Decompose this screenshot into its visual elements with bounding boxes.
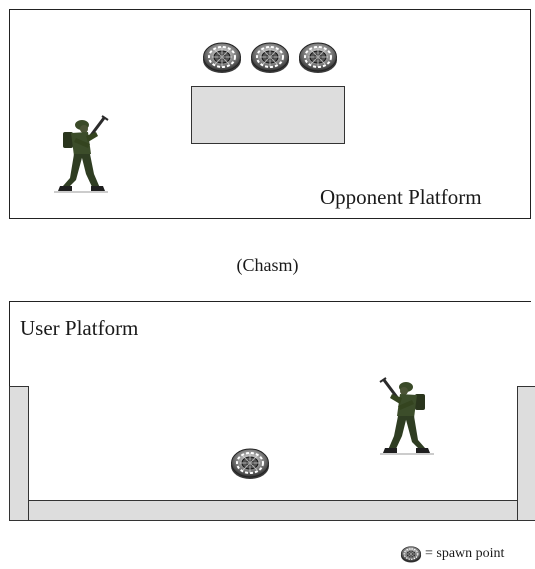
floor [28,500,518,521]
opponent-platform-label: Opponent Platform [320,185,482,210]
spawn-point-icon [250,40,290,74]
chasm-label: (Chasm) [0,255,535,276]
legend: = spawn point [400,545,504,563]
spawn-point-icon [400,545,422,563]
user-platform-label: User Platform [20,316,138,341]
spawn-point-icon [298,40,338,74]
user-soldier-icon [378,376,438,456]
opponent-block [191,86,345,144]
opponent-soldier-icon [50,114,110,194]
spawn-point-icon [202,40,242,74]
legend-text: = spawn point [425,546,504,562]
spawn-point-icon [230,446,270,480]
right-wall [517,386,535,521]
left-wall [9,386,29,521]
